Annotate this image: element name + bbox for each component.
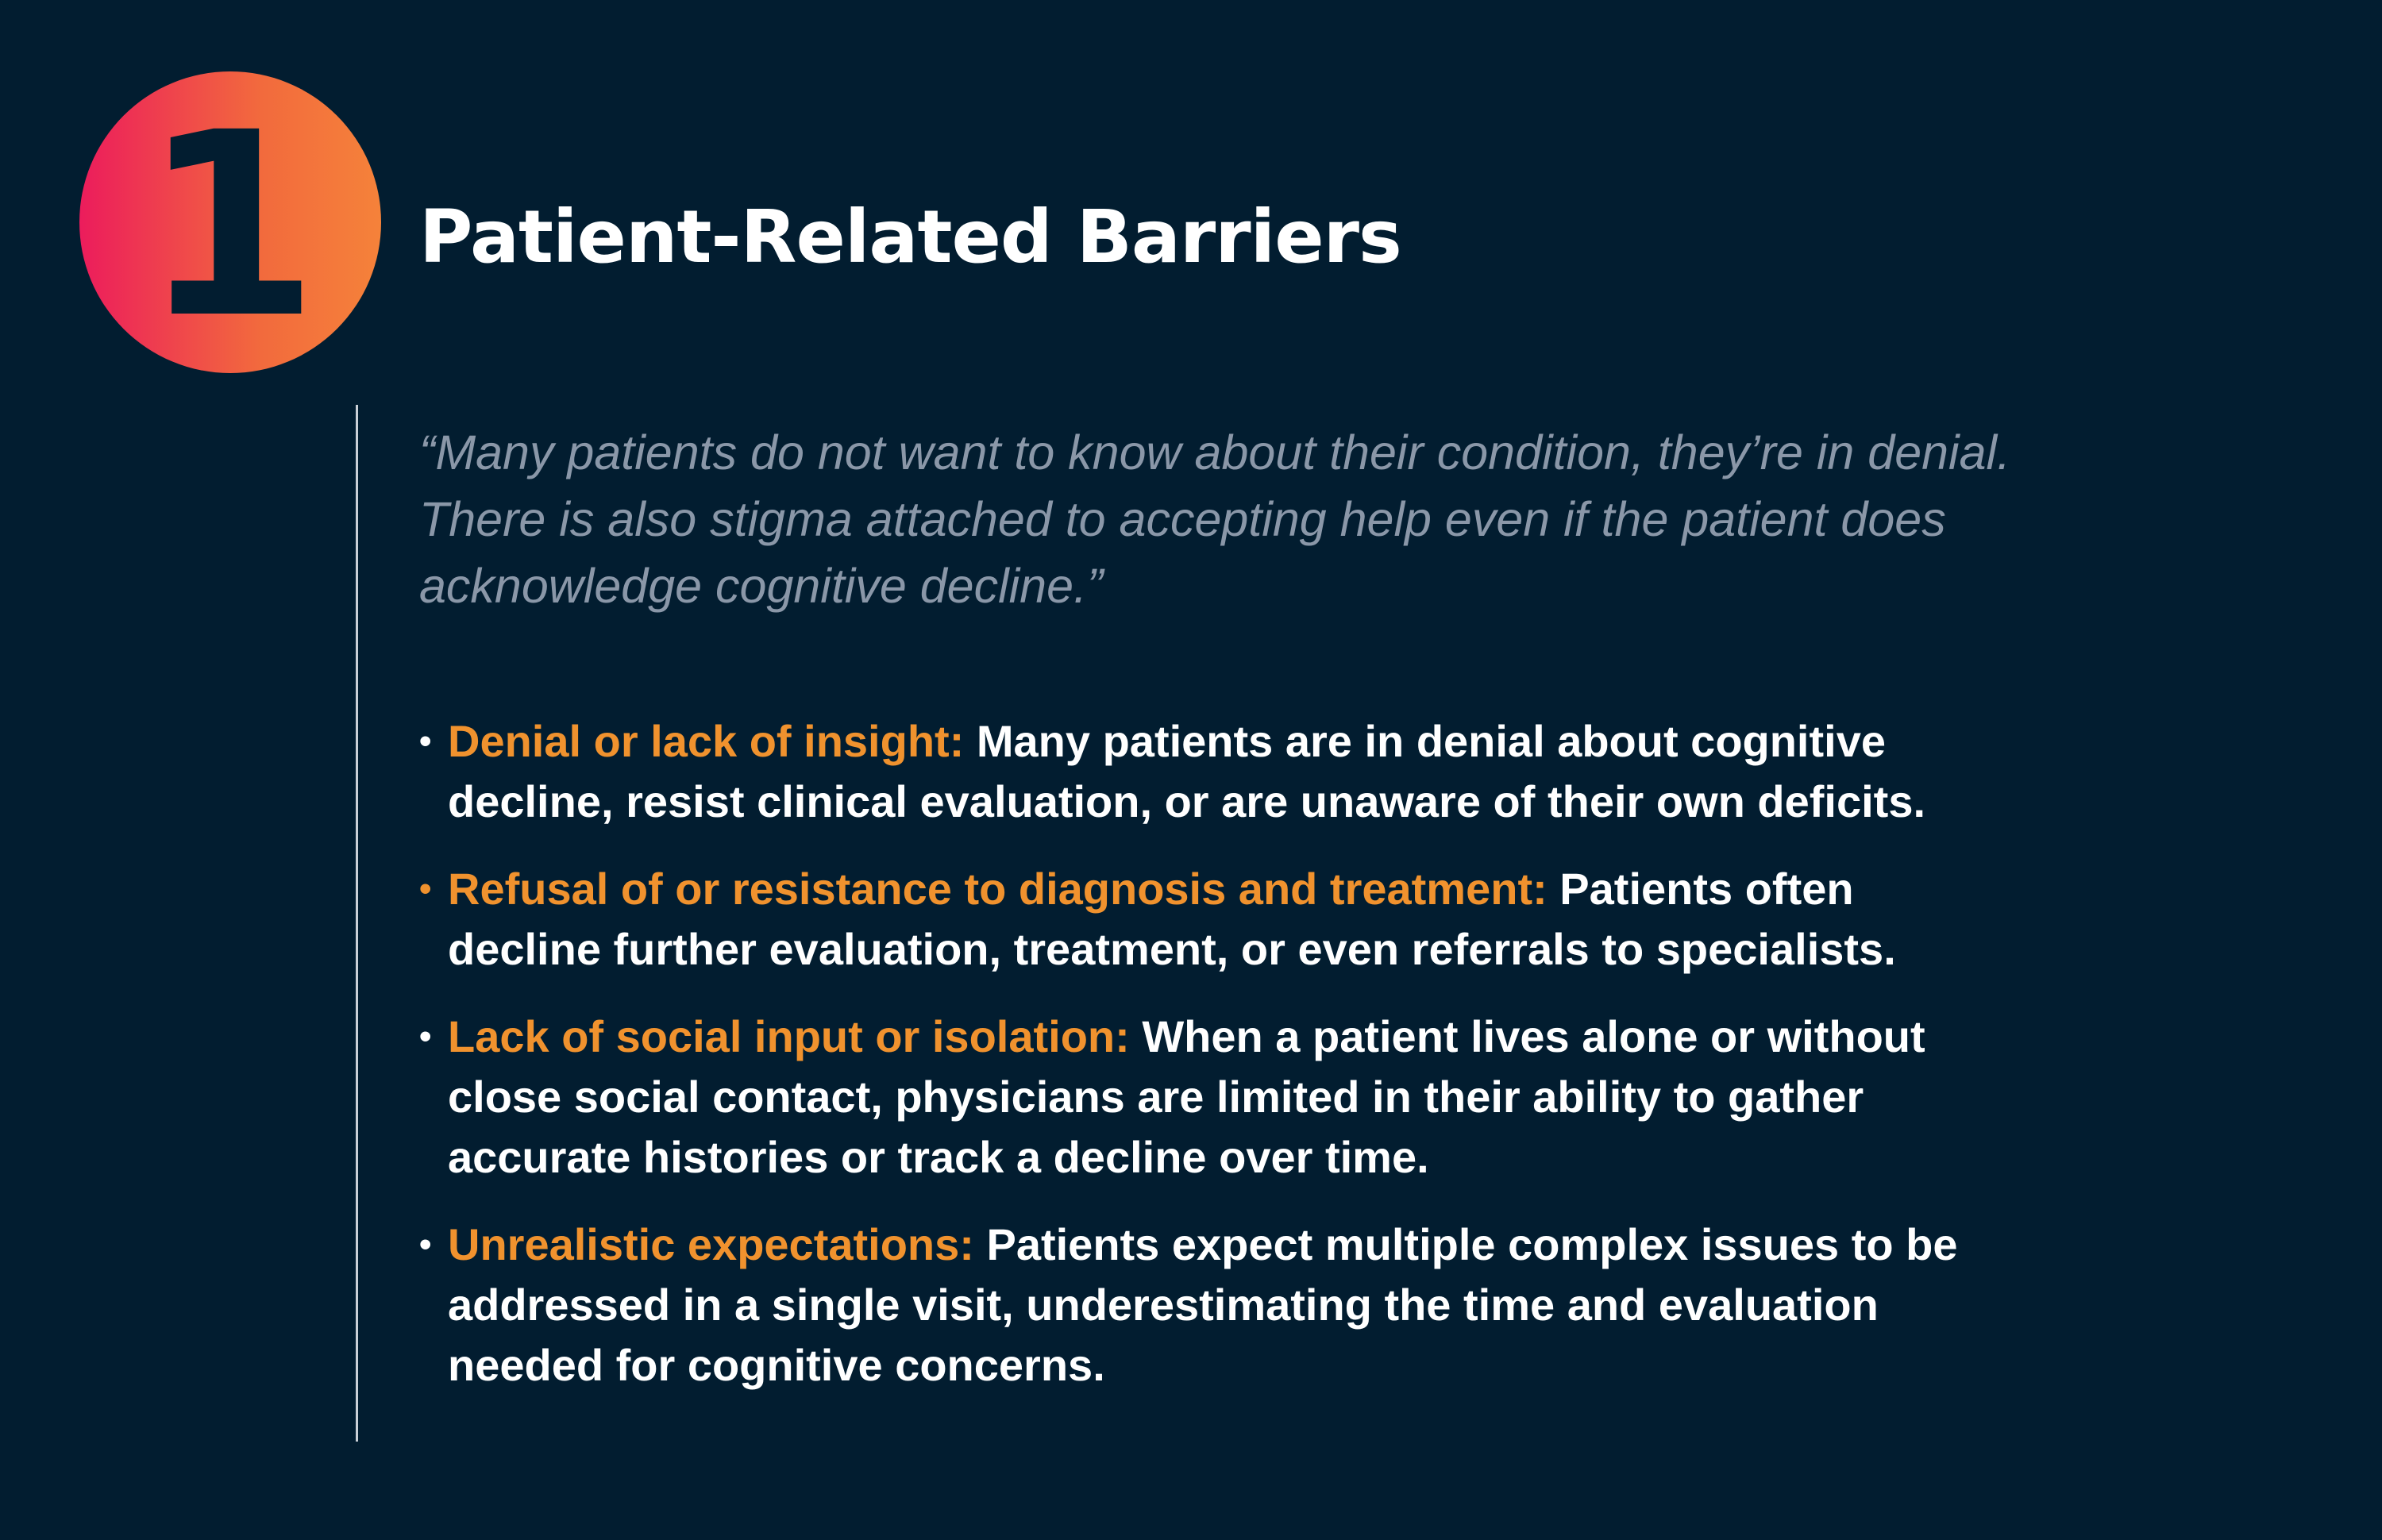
bullet-icon: •	[419, 1225, 432, 1264]
page-title: Patient-Related Barriers	[419, 194, 1402, 279]
bullet-icon: •	[419, 1017, 432, 1056]
list-item: • Denial or lack of insight: Many patien…	[419, 711, 2007, 832]
badge-number: 1	[141, 79, 319, 374]
bullet-icon: •	[419, 869, 432, 908]
item-label: Unrealistic expectations:	[448, 1219, 974, 1269]
item-label: Denial or lack of insight:	[448, 716, 965, 766]
item-text: Patients often decline further evaluatio…	[448, 864, 1896, 974]
barrier-list: • Denial or lack of insight: Many patien…	[419, 711, 2007, 1423]
vertical-divider	[356, 405, 358, 1442]
bullet-icon: •	[419, 722, 432, 760]
number-badge: 1	[79, 71, 381, 373]
list-item: • Refusal of or resistance to diagnosis …	[419, 859, 2007, 980]
item-text: Many patients are in denial about cognit…	[448, 716, 1926, 826]
quote-text: “Many patients do not want to know about…	[419, 425, 2011, 613]
item-label: Lack of social input or isolation:	[448, 1011, 1130, 1061]
item-text: Patients expect multiple complex issues …	[448, 1219, 1958, 1390]
item-text: When a patient lives alone or without cl…	[448, 1011, 1925, 1182]
list-item: • Lack of social input or isolation: Whe…	[419, 1007, 2007, 1188]
list-item: • Unrealistic expectations: Patients exp…	[419, 1215, 2007, 1396]
item-label: Refusal of or resistance to diagnosis an…	[448, 864, 1548, 914]
